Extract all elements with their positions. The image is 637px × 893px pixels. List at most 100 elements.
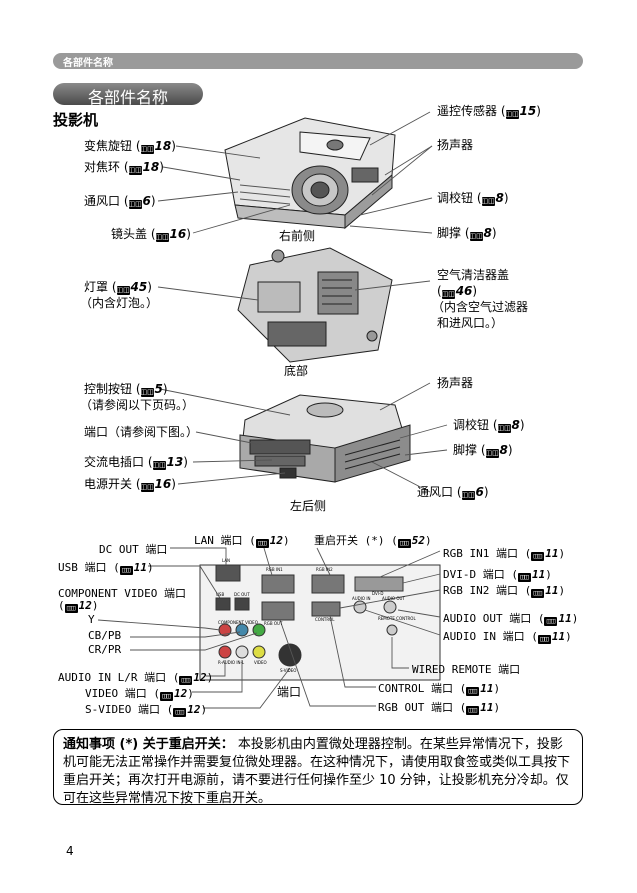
label-usb: USB 端口 (◫◫11) xyxy=(58,561,154,575)
caption-back-left: 左后侧 xyxy=(290,499,327,513)
label-speaker-front: 扬声器 xyxy=(437,138,474,152)
label-control-buttons-note: （请参阅以下页码。） xyxy=(80,398,195,412)
label-control-port: CONTROL 端口 (◫◫11) xyxy=(378,682,501,696)
section-header-text: 各部件名称 xyxy=(63,58,113,69)
notice-body: 本投影机由内置微处理器控制。在某些异常情况下，投影机可能无法正常操作并需要复位微… xyxy=(63,737,571,806)
projector-front-illustration xyxy=(224,117,396,230)
label-foot-back: 脚撑 (◫◫8) xyxy=(453,443,513,458)
caption-front-right: 右前侧 xyxy=(279,229,316,243)
label-air-filter-ref: (◫◫46) xyxy=(437,284,478,299)
section-header-bar: 各部件名称 xyxy=(53,53,583,69)
projector-bottom-illustration xyxy=(237,247,393,363)
book-icon: ◫◫ xyxy=(469,232,483,241)
book-icon: ◫◫ xyxy=(485,449,499,458)
label-vent-back: 通风口 (◫◫6) xyxy=(417,485,489,500)
book-icon: ◫◫ xyxy=(531,589,545,598)
label-dc-out: DC OUT 端口 xyxy=(99,543,168,556)
book-icon: ◫◫ xyxy=(64,604,78,613)
label-adjust-button-front: 调校钮 (◫◫8) xyxy=(437,191,509,206)
book-icon: ◫◫ xyxy=(537,635,551,644)
label-lamp-cover: 灯罩 (◫◫45) xyxy=(84,280,152,295)
label-adjust-button-back: 调校钮 (◫◫8) xyxy=(453,418,525,433)
label-zoom-knob: 变焦旋钮 (◫◫18) xyxy=(84,139,176,154)
leader-lines xyxy=(97,111,448,709)
book-icon: ◫◫ xyxy=(152,461,166,470)
book-icon: ◫◫ xyxy=(128,166,142,175)
caption-bottom: 底部 xyxy=(284,364,309,378)
panel-mark-usb: USB xyxy=(216,592,225,597)
panel-mark-component: COMPONENT VIDEO xyxy=(218,620,258,625)
book-icon: ◫◫ xyxy=(481,197,495,206)
book-icon: ◫◫ xyxy=(173,708,187,717)
label-dvi-d: DVI-D 端口 (◫◫11) xyxy=(443,568,552,582)
book-icon: ◫◫ xyxy=(116,286,130,295)
page-title-pill: 各部件名称 xyxy=(53,83,203,107)
label-rgb-out: RGB OUT 端口 (◫◫11) xyxy=(378,701,501,715)
panel-mark-dvid: DVI-D xyxy=(372,591,384,596)
port-panel-illustration xyxy=(199,564,441,681)
panel-mark-svideo: S-VIDEO xyxy=(280,668,297,673)
label-audio-out: AUDIO OUT 端口 (◫◫11) xyxy=(443,612,579,626)
label-audio-in-lr: AUDIO IN L/R 端口 (◫◫12) xyxy=(58,671,214,685)
book-icon: ◫◫ xyxy=(461,491,475,500)
label-s-video: S-VIDEO 端口 (◫◫12) xyxy=(85,703,208,717)
book-icon: ◫◫ xyxy=(140,145,154,154)
label-audio-in: AUDIO IN 端口 (◫◫11) xyxy=(443,630,572,644)
book-icon: ◫◫ xyxy=(140,483,154,492)
book-icon: ◫◫ xyxy=(466,706,480,715)
panel-mark-wired: REMOTE CONTROL xyxy=(378,616,416,621)
label-cr-pr: CR/PR xyxy=(88,643,122,656)
label-ports: 端口（请参阅下图。） xyxy=(84,425,199,439)
label-foot-front: 脚撑 (◫◫8) xyxy=(437,226,497,241)
panel-mark-lan: LAN xyxy=(222,558,231,563)
label-rgb-in1: RGB IN1 端口 (◫◫11) xyxy=(443,547,566,561)
label-vent-front: 通风口 (◫◫6) xyxy=(84,194,156,209)
book-icon: ◫◫ xyxy=(155,233,169,242)
label-rgb-in2: RGB IN2 端口 (◫◫11) xyxy=(443,584,566,598)
label-remote-sensor: 遥控传感器 (◫◫15) xyxy=(437,104,541,119)
panel-mark-audio-out: AUDIO OUT xyxy=(382,596,405,601)
book-icon: ◫◫ xyxy=(544,617,558,626)
label-air-filter-cover: 空气清洁器盖 xyxy=(437,268,510,282)
label-component-ref: (◫◫12) xyxy=(58,599,99,613)
label-component-video: COMPONENT VIDEO 端口 xyxy=(58,587,186,600)
panel-mark-audio-in-lr: R-AUDIO IN-L xyxy=(218,660,245,665)
panel-mark-video: VIDEO xyxy=(254,660,267,665)
panel-mark-rgb-in2: RGB IN2 xyxy=(316,567,333,572)
panel-mark-dc-out: DC OUT xyxy=(234,592,250,597)
label-ac-inlet: 交流电插口 (◫◫13) xyxy=(84,455,188,470)
book-icon: ◫◫ xyxy=(531,552,545,561)
panel-mark-audio-in: AUDIO IN xyxy=(352,596,371,601)
label-focus-ring: 对焦环 (◫◫18) xyxy=(84,160,164,175)
reset-switch-notice: 通知事项 (*) 关于重启开关： 本投影机由内置微处理器控制。在某些异常情况下，… xyxy=(53,729,583,806)
label-cb-pb: CB/PB xyxy=(88,629,122,642)
page-number: 4 xyxy=(66,844,74,858)
projector-back-illustration xyxy=(239,394,411,483)
book-icon: ◫◫ xyxy=(159,692,173,701)
label-air-filter-note-2: 和进风口。） xyxy=(437,316,504,330)
book-icon: ◫◫ xyxy=(505,110,519,119)
book-icon: ◫◫ xyxy=(179,676,193,685)
label-air-filter-note-1: （内含空气过滤器 xyxy=(432,300,529,314)
label-lens-cap: 镜头盖 (◫◫16) xyxy=(111,227,191,242)
book-icon: ◫◫ xyxy=(517,573,531,582)
label-wired-remote: WIRED REMOTE 端口 xyxy=(412,663,521,676)
panel-mark-control: CONTROL xyxy=(315,617,335,622)
book-icon: ◫◫ xyxy=(441,290,455,299)
label-speaker-back: 扬声器 xyxy=(437,376,474,390)
section-heading: 投影机 xyxy=(53,111,99,129)
caption-ports: 端口 xyxy=(277,685,302,699)
label-lamp-cover-note: （内含灯泡。） xyxy=(80,296,159,310)
book-icon: ◫◫ xyxy=(466,687,480,696)
label-power-switch: 电源开关 (◫◫16) xyxy=(84,477,176,492)
label-control-buttons: 控制按钮 (◫◫5) xyxy=(84,382,168,397)
book-icon: ◫◫ xyxy=(140,388,154,397)
page-title: 各部件名称 xyxy=(87,88,168,107)
panel-mark-rgb-in1: RGB IN1 xyxy=(266,567,283,572)
book-icon: ◫◫ xyxy=(119,566,133,575)
label-lan: LAN 端口 (◫◫12) xyxy=(194,534,290,548)
book-icon: ◫◫ xyxy=(497,424,511,433)
label-y: Y xyxy=(88,613,95,626)
book-icon: ◫◫ xyxy=(397,539,411,548)
